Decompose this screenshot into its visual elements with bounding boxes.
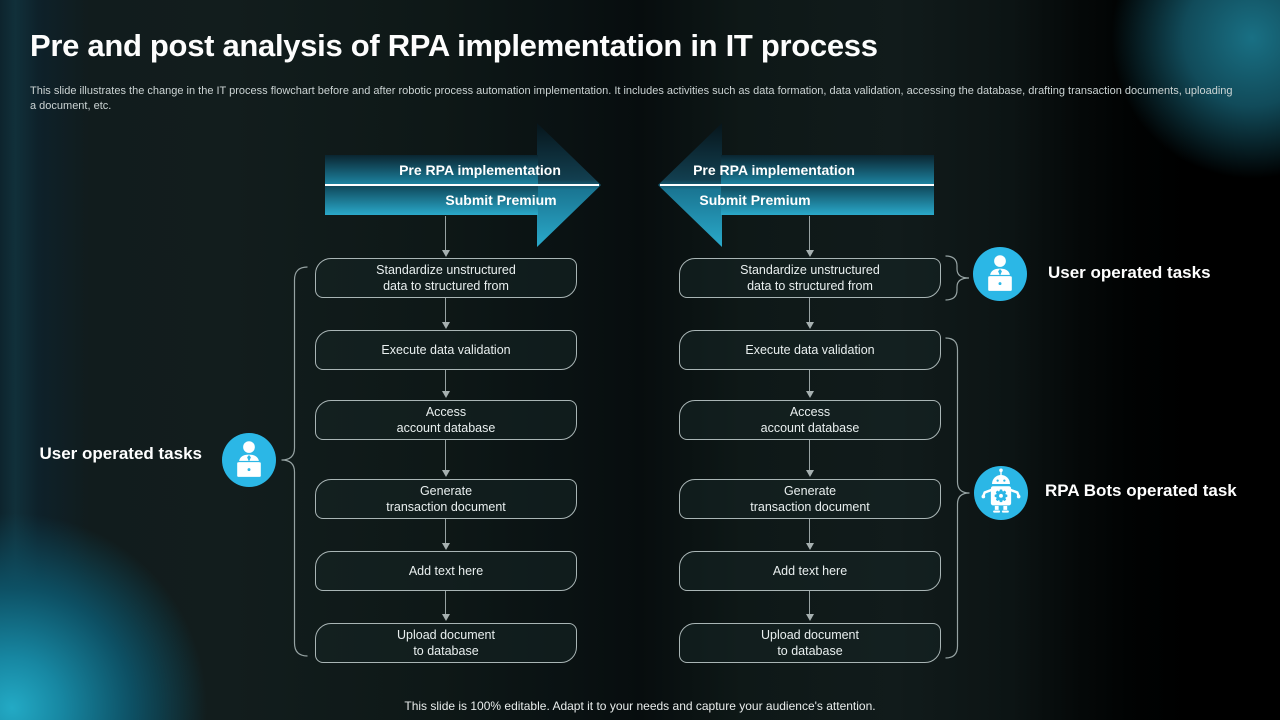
flow-step-box: Add text here	[679, 551, 941, 591]
flow-connector	[445, 298, 446, 323]
right-bots-bubble	[974, 466, 1028, 520]
flow-step-box: Access account database	[679, 400, 941, 440]
flow-step-box: Standardize unstructured data to structu…	[679, 258, 941, 298]
right-bots-tasks-label: RPA Bots operated task	[1045, 481, 1237, 500]
page-title: Pre and post analysis of RPA implementat…	[30, 28, 878, 63]
flow-connector	[809, 298, 810, 323]
step-line: Upload document	[761, 627, 859, 642]
user-at-desk-icon	[236, 441, 262, 477]
flow-step-box: Upload document to database	[679, 623, 941, 663]
step-line: Generate	[419, 483, 473, 498]
flow-connector	[445, 519, 446, 544]
slide-description: This slide illustrates the change in the…	[30, 85, 1233, 112]
arrow-subtitle: Submit Premium	[699, 192, 811, 208]
step-line: Add text here	[772, 563, 848, 578]
step-line: to database	[777, 644, 843, 658]
step-line: Execute data validation	[381, 342, 511, 357]
flow-connector	[445, 591, 446, 615]
connector-arrowhead	[806, 543, 814, 550]
connector-arrowhead	[442, 322, 450, 329]
arrow-title: Pre RPA implementation	[693, 162, 855, 178]
connector-arrowhead	[806, 322, 814, 329]
arrow-band-bottom	[325, 185, 538, 215]
brace-right-bot-tasks	[945, 337, 970, 659]
step-line: Add text here	[408, 563, 484, 578]
flow-connector	[809, 591, 810, 615]
step-line: Execute data validation	[745, 342, 875, 357]
connector-arrowhead	[442, 250, 450, 257]
connector-arrowhead	[806, 614, 814, 621]
connector-arrowhead	[806, 470, 814, 477]
step-line: to database	[413, 644, 479, 658]
flow-connector	[445, 216, 446, 251]
connector-arrowhead	[806, 391, 814, 398]
user-at-desk-icon	[987, 255, 1013, 291]
step-line: account database	[396, 421, 496, 435]
brace-right-user-tasks	[945, 255, 970, 301]
flow-step-box: Execute data validation	[315, 330, 577, 370]
header-arrow-post: Pre RPA implementation Submit Premium	[658, 123, 934, 247]
flow-step-box: Access account database	[315, 400, 577, 440]
flow-connector	[809, 370, 810, 392]
flow-connector	[809, 519, 810, 544]
step-line: Access	[425, 404, 467, 419]
connector-arrowhead	[442, 543, 450, 550]
connector-arrowhead	[442, 391, 450, 398]
arrow-divider-line	[325, 184, 599, 186]
flow-step-box: Standardize unstructured data to structu…	[315, 258, 577, 298]
arrow-band-top	[721, 155, 934, 185]
flow-step-box: Upload document to database	[315, 623, 577, 663]
step-line: Generate	[783, 483, 837, 498]
step-line: data to structured from	[383, 279, 509, 293]
header-arrow-pre: Pre RPA implementation Submit Premium	[325, 123, 601, 247]
left-user-tasks-label: User operated tasks	[39, 444, 202, 463]
connector-arrowhead	[442, 470, 450, 477]
left-user-bubble	[222, 433, 276, 487]
arrow-title: Pre RPA implementation	[399, 162, 561, 178]
step-line: Standardize unstructured	[740, 262, 880, 277]
step-line: Access	[789, 404, 831, 419]
brace-left-user-tasks	[281, 266, 308, 657]
flow-connector	[809, 216, 810, 251]
step-line: data to structured from	[747, 279, 873, 293]
step-line: transaction document	[750, 500, 870, 514]
robot-icon	[981, 468, 1021, 513]
connector-arrowhead	[806, 250, 814, 257]
flow-step-box: Generate transaction document	[315, 479, 577, 519]
arrow-subtitle: Submit Premium	[445, 192, 557, 208]
flow-connector	[445, 440, 446, 471]
step-line: account database	[760, 421, 860, 435]
connector-arrowhead	[442, 614, 450, 621]
right-user-bubble	[973, 247, 1027, 301]
flow-connector	[809, 440, 810, 471]
right-user-tasks-label: User operated tasks	[1048, 263, 1211, 282]
arrow-divider-line	[660, 184, 934, 186]
flow-connector	[445, 370, 446, 392]
footer-note: This slide is 100% editable. Adapt it to…	[404, 699, 876, 713]
step-line: Standardize unstructured	[376, 262, 516, 277]
arrow-band-top	[325, 155, 538, 185]
flow-step-box: Execute data validation	[679, 330, 941, 370]
flow-step-box: Add text here	[315, 551, 577, 591]
step-line: Upload document	[397, 627, 495, 642]
flow-step-box: Generate transaction document	[679, 479, 941, 519]
step-line: transaction document	[386, 500, 506, 514]
arrow-band-bottom	[721, 185, 934, 215]
